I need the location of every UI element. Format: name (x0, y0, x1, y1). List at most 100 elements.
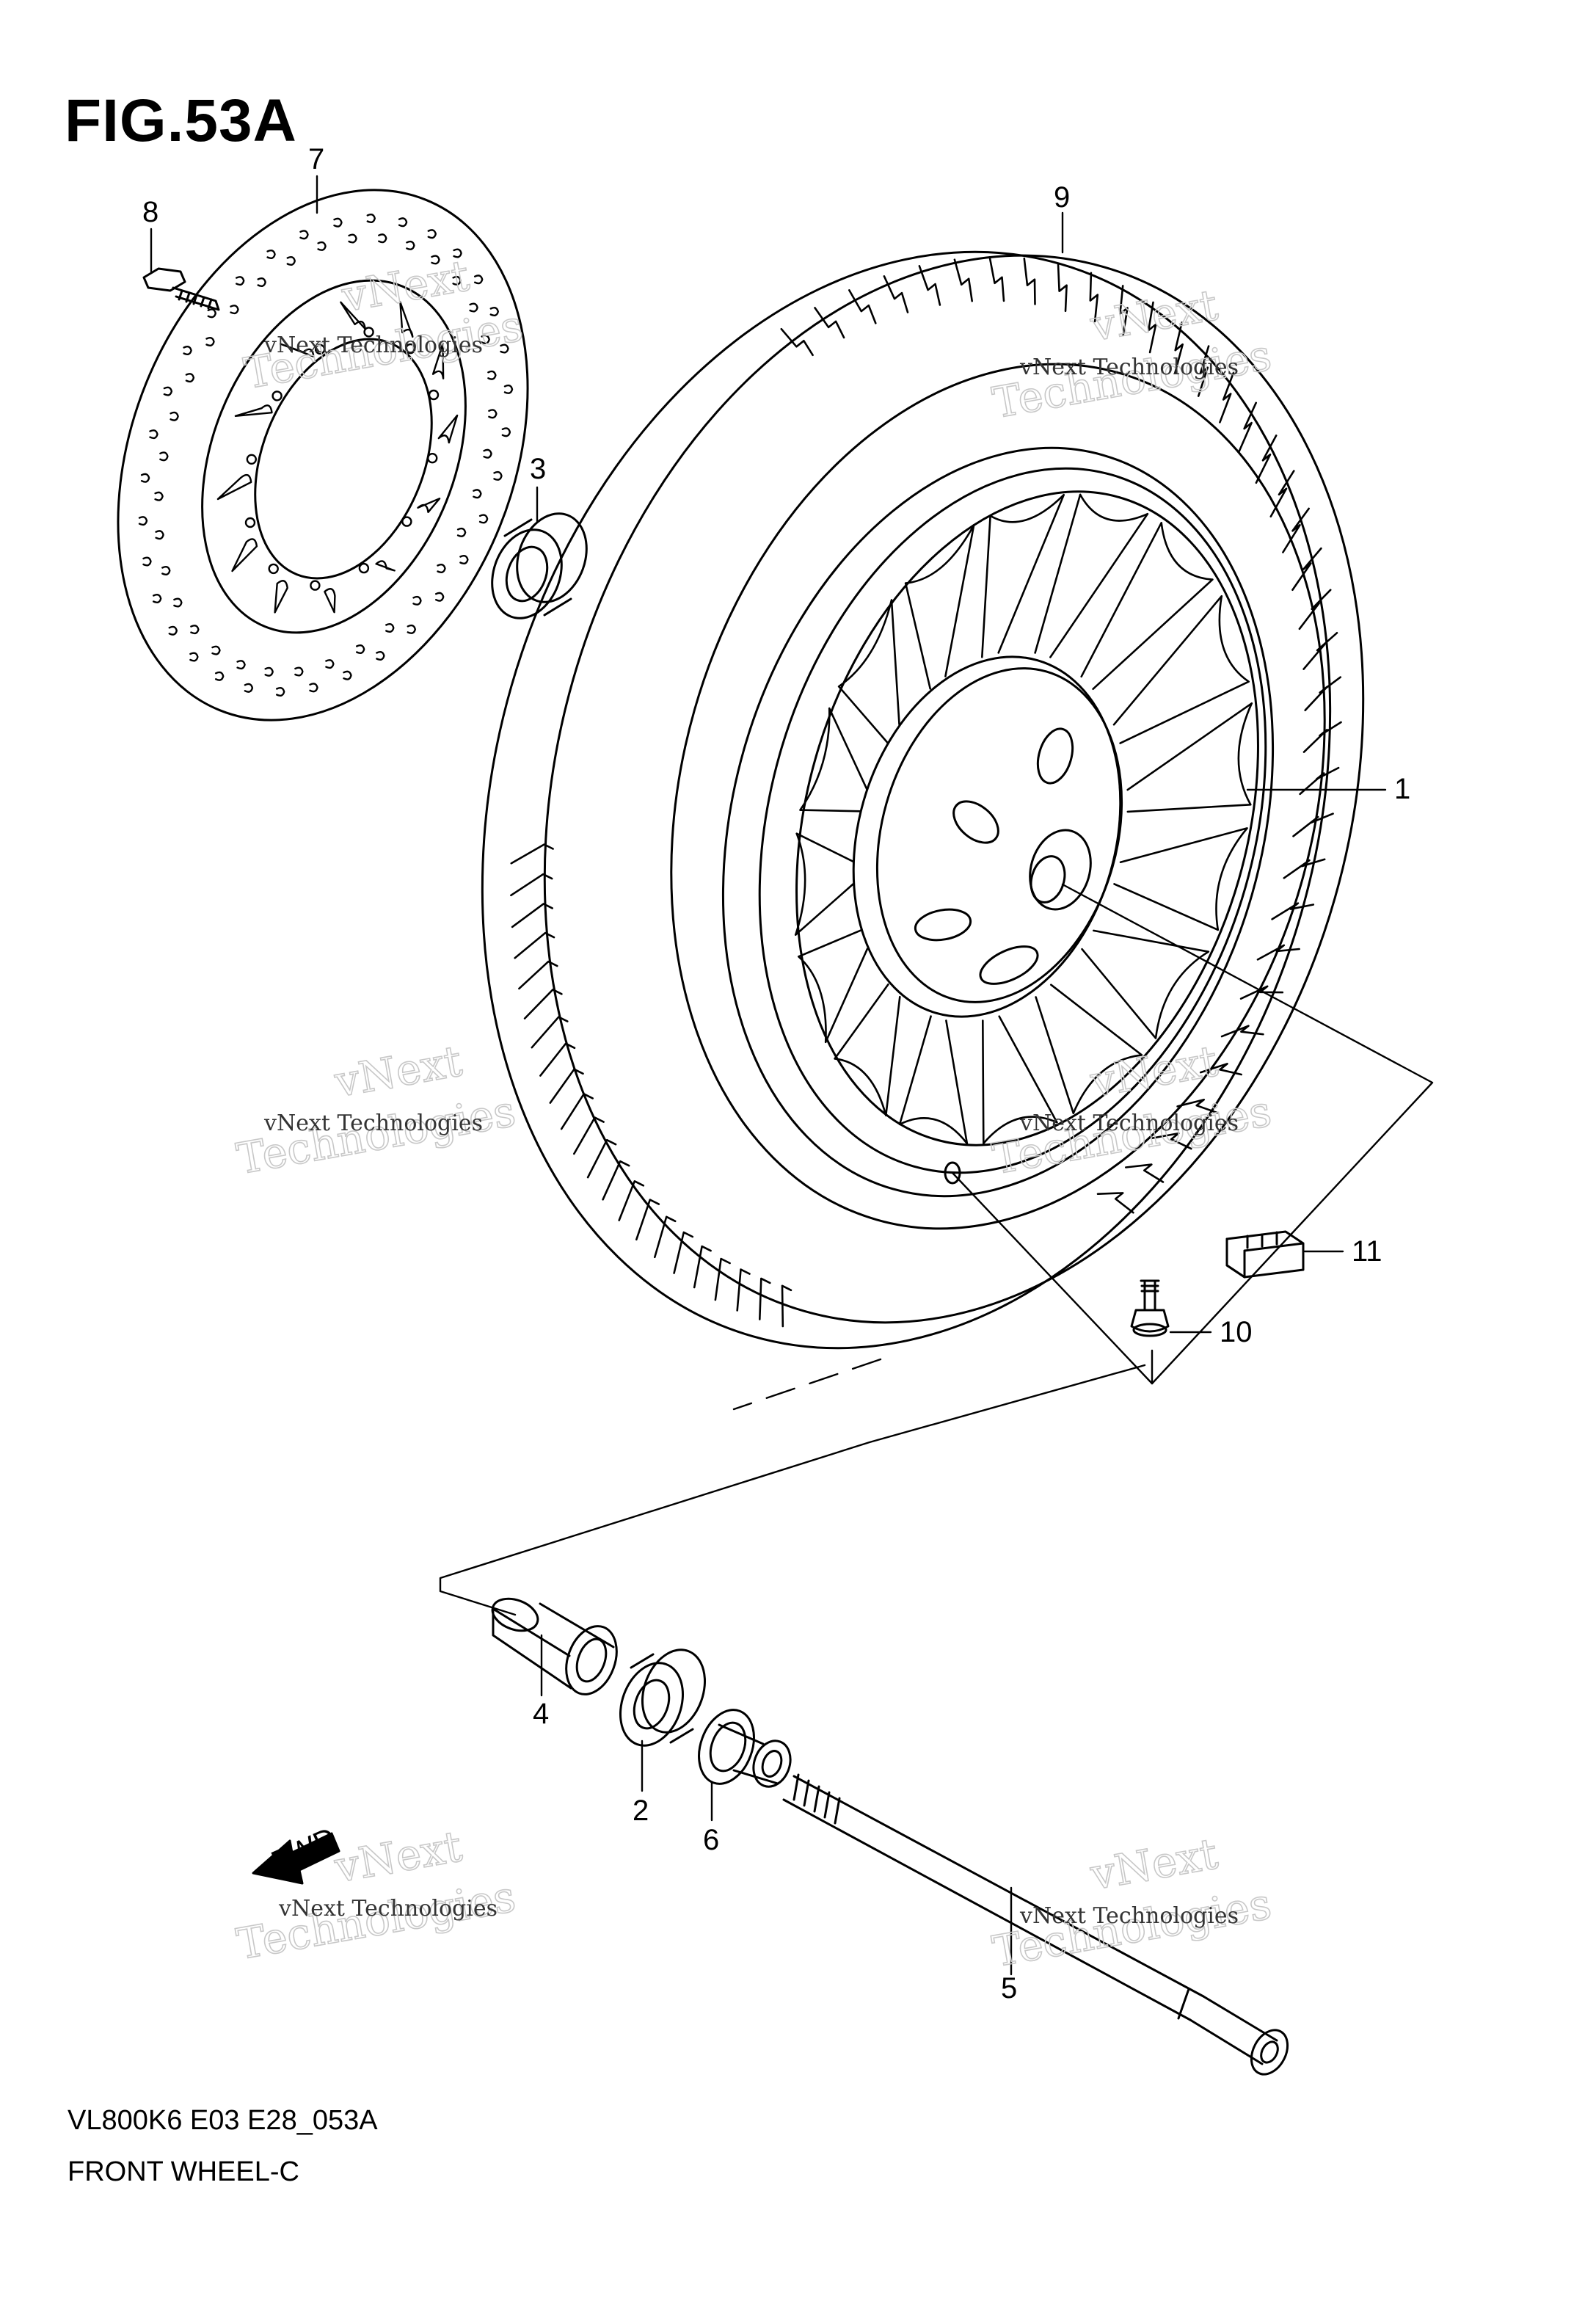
tread-block (654, 1215, 677, 1259)
disc-rivet (405, 343, 416, 355)
drill-hole (500, 343, 509, 354)
drill-hole (487, 370, 497, 380)
tread-block (1151, 1132, 1192, 1150)
disc-slot (280, 343, 315, 357)
bearing-lower (619, 1648, 707, 1747)
spoke (834, 984, 901, 1116)
drill-hole (473, 489, 482, 499)
front-axle (782, 1773, 1289, 2076)
spoke (1112, 595, 1250, 744)
drill-hole (205, 336, 215, 347)
watermark-small: vNext Technologies (278, 1896, 498, 1922)
drill-hole (140, 473, 150, 483)
watermark-top-right: vNext Technologies vNext Technologies (988, 279, 1275, 429)
tread-block (1119, 285, 1129, 336)
drill-hole (469, 302, 478, 313)
spoke (1035, 984, 1143, 1114)
tread-block (918, 265, 941, 306)
drill-hole (236, 276, 245, 286)
disc-slot (399, 301, 414, 338)
watermark-big-top: vNext (330, 1036, 465, 1107)
tread-block (781, 1284, 792, 1328)
disc-rivet (314, 343, 326, 355)
tread-block (673, 1231, 694, 1274)
drill-hole (264, 666, 274, 677)
disc-rivet (246, 454, 257, 465)
disc-slot (231, 538, 258, 572)
callout-6: 6 (703, 1824, 719, 1856)
spoke (1113, 827, 1248, 931)
callout-labels: 1 2 3 4 5 6 7 8 9 10 11 FWD (142, 143, 1410, 2004)
drill-hole (207, 308, 216, 319)
tire-tread (510, 256, 1342, 1328)
tread-block (693, 1245, 712, 1289)
tread-block (1292, 813, 1334, 837)
drill-hole (456, 527, 467, 537)
disc-rivet (428, 389, 440, 401)
tread-block (523, 989, 563, 1019)
drill-hole (163, 386, 173, 396)
tread-block (759, 1277, 771, 1320)
disc-slots (216, 301, 459, 614)
tread-block (953, 258, 973, 302)
watermark-bottom-left: vNext Technologies vNext Technologies (233, 1820, 520, 1970)
tread-block (511, 903, 553, 928)
spoke (1080, 522, 1214, 690)
tread-block (1057, 263, 1068, 313)
spoke (982, 1015, 1058, 1145)
axle-spacer (491, 1597, 618, 1695)
drill-hole (501, 427, 511, 437)
drill-hole (407, 624, 416, 634)
tread-block (1291, 547, 1322, 591)
watermark-mid-right: vNext Technologies vNext Technologies (988, 1035, 1275, 1185)
drill-hole (276, 686, 285, 697)
watermark-big-top: vNext (330, 1821, 465, 1892)
drill-hole (168, 625, 178, 636)
tread-block (1302, 721, 1342, 753)
watermark-small: vNext Technologies (263, 1110, 483, 1136)
axle-collar (698, 1709, 792, 1788)
disc-slot (234, 404, 273, 417)
brake-disc (117, 189, 529, 721)
drill-hole (376, 650, 385, 661)
drill-hole (385, 622, 395, 633)
tread-block (531, 1016, 569, 1049)
spoke (794, 832, 855, 936)
drill-hole (356, 644, 365, 655)
disc-slot (417, 498, 441, 513)
disc-rivet (268, 563, 279, 575)
drill-hole (343, 670, 352, 680)
tread-block (539, 1042, 576, 1077)
drill-hole (154, 491, 164, 501)
drill-hole (211, 645, 221, 655)
drill-hole (483, 448, 492, 459)
drill-hole (257, 277, 266, 288)
tread-block (1096, 1192, 1134, 1214)
drill-hole (170, 411, 179, 421)
drill-hole (474, 275, 484, 285)
disc-slot (324, 588, 336, 614)
tread-block (573, 1116, 605, 1155)
drill-hole (478, 514, 489, 524)
drill-hole (435, 592, 445, 602)
disc-rivet (244, 517, 256, 528)
drill-hole (230, 305, 239, 315)
disc-rivet (358, 562, 370, 574)
disc-slot (431, 342, 445, 379)
drill-hole (378, 233, 387, 244)
tread-block (514, 931, 555, 959)
tread-block (1023, 257, 1036, 305)
watermark-big-top: vNext (338, 250, 473, 321)
tread-block (1220, 1025, 1264, 1038)
tread-block (1302, 632, 1338, 670)
callout-10: 10 (1220, 1316, 1253, 1348)
drill-hole (286, 255, 296, 266)
callout-7: 7 (308, 143, 324, 175)
tread-block (1283, 858, 1326, 879)
tread-block (1174, 321, 1184, 374)
tread-block (1239, 985, 1284, 1000)
drill-hole (236, 660, 246, 670)
bearing-upper (491, 512, 588, 619)
tread-block (602, 1160, 630, 1201)
